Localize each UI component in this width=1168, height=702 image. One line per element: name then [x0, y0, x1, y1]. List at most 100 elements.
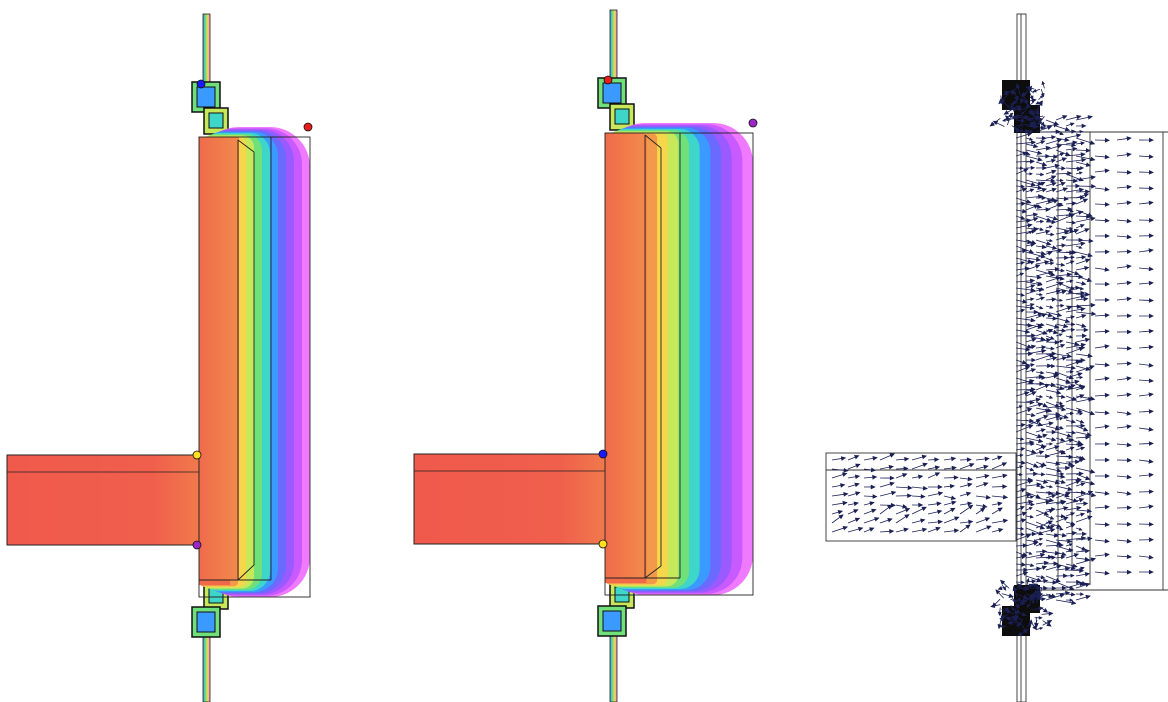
flux-arrowhead	[965, 524, 971, 530]
flux-arrowhead	[904, 514, 910, 519]
flux-arrowhead	[1045, 408, 1051, 414]
flux-arrowhead	[872, 494, 878, 499]
flux-arrowhead	[1148, 233, 1154, 239]
flux-arrowhead	[1017, 597, 1022, 602]
flux-arrowhead	[1053, 561, 1059, 567]
flux-arrowhead	[1039, 305, 1044, 310]
flux-arrowhead	[1074, 341, 1080, 347]
flux-arrowhead	[1080, 592, 1085, 597]
flux-arrowhead	[1062, 115, 1068, 120]
flux-arrowhead	[1035, 419, 1042, 424]
flux-arrowhead	[1037, 194, 1044, 199]
flux-arrowhead	[1079, 394, 1085, 399]
flux-arrowhead	[1148, 344, 1154, 350]
window-frame-top	[191, 81, 229, 135]
flux-arrowhead	[1002, 473, 1008, 479]
flux-arrowhead	[1061, 356, 1068, 361]
flux-arrowhead	[1126, 424, 1132, 430]
flux-arrowhead	[1059, 339, 1064, 344]
flux-arrowhead	[1064, 137, 1070, 142]
flux-arrowhead	[888, 464, 894, 470]
flux-arrowhead	[1126, 170, 1132, 175]
flux-arrowhead	[1084, 548, 1091, 554]
flux-arrowhead	[1056, 468, 1062, 473]
flux-arrowhead	[1051, 363, 1056, 369]
flux-arrowhead	[1068, 288, 1074, 294]
marker-beam-bottom	[192, 540, 202, 550]
flux-arrowhead	[1030, 317, 1036, 323]
flux-arrowhead	[1017, 104, 1022, 108]
flux-arrowhead	[1068, 438, 1074, 443]
flux-arrowhead	[1078, 346, 1085, 352]
flux-arrowhead	[889, 453, 895, 458]
flux-arrowhead	[1078, 187, 1085, 193]
flux-arrowhead	[1087, 252, 1093, 258]
flux-arrowhead	[1060, 472, 1065, 476]
flux-arrowhead	[1045, 499, 1051, 505]
flux-arrowhead	[1021, 187, 1028, 192]
flux-arrowhead	[1018, 405, 1023, 409]
flux-arrowhead	[890, 490, 897, 496]
flux-arrowhead	[1040, 370, 1045, 375]
flux-arrowhead	[1090, 216, 1096, 222]
flux-arrowhead	[1148, 504, 1154, 510]
flux-arrowhead	[968, 519, 974, 525]
flux-arrowhead	[1060, 479, 1066, 484]
flux-arrowhead	[1040, 296, 1046, 301]
flux-arrowhead	[1067, 206, 1073, 212]
flux-arrowhead	[1019, 436, 1025, 441]
flux-arrowhead	[1020, 488, 1027, 493]
flux-arrowhead	[1081, 323, 1087, 328]
flux-arrowhead	[1021, 460, 1026, 465]
flux-arrowhead	[1011, 90, 1017, 95]
flux-arrowhead	[1059, 403, 1066, 409]
layer-outlines	[604, 132, 754, 596]
flux-arrowhead	[1056, 144, 1063, 149]
flux-arrowhead	[995, 589, 1001, 595]
flux-arrowhead	[1019, 506, 1025, 510]
flux-arrowhead	[1056, 564, 1062, 570]
geometry-outline	[825, 13, 1168, 702]
flux-arrowhead	[1044, 260, 1050, 265]
flux-arrowhead	[1030, 260, 1035, 265]
flux-arrowhead	[1040, 428, 1046, 433]
flux-arrowhead	[1148, 298, 1154, 303]
flux-arrowhead	[1090, 156, 1096, 162]
flux-arrowhead	[950, 456, 957, 462]
flux-arrowhead	[870, 484, 876, 490]
flux-arrowhead	[1002, 494, 1009, 500]
flux-arrowhead	[937, 519, 943, 525]
flux-arrowhead	[1085, 475, 1091, 481]
flux-arrowhead	[1070, 512, 1076, 517]
flux-arrowhead	[1061, 500, 1067, 505]
flux-arrowhead	[1090, 492, 1097, 498]
flux-arrowhead	[983, 482, 989, 487]
flux-arrowhead	[1148, 137, 1154, 143]
flux-arrowhead	[1038, 281, 1043, 285]
flux-arrowhead	[1052, 316, 1058, 321]
flux-arrowhead	[1020, 532, 1025, 537]
flux-arrowhead	[1049, 305, 1054, 309]
flux-arrowhead	[1046, 125, 1053, 130]
flux-arrowhead	[857, 526, 864, 532]
flux-arrowhead	[1042, 165, 1048, 171]
flux-arrowhead	[1061, 235, 1067, 241]
flux-arrowhead	[1009, 112, 1014, 117]
flux-arrowhead	[1080, 294, 1086, 299]
flux-arrowhead	[1088, 238, 1094, 244]
flux-arrowhead	[1059, 276, 1065, 281]
flux-arrowhead	[1029, 95, 1034, 101]
flux-arrowhead	[1023, 168, 1029, 173]
flux-arrowhead	[1070, 255, 1075, 260]
flux-arrowhead	[1063, 573, 1069, 579]
flux-arrowhead	[1053, 533, 1060, 538]
flux-arrowhead	[1029, 172, 1033, 176]
flux-arrowhead	[1024, 329, 1031, 334]
flux-arrowhead	[1069, 411, 1075, 416]
flux-arrowhead	[1104, 137, 1110, 143]
flux-arrowhead	[1148, 521, 1154, 527]
flux-arrowhead	[1011, 607, 1015, 612]
flux-arrowhead	[1051, 135, 1057, 140]
flux-arrowhead	[1070, 383, 1076, 389]
flux-arrowhead	[1079, 412, 1084, 416]
